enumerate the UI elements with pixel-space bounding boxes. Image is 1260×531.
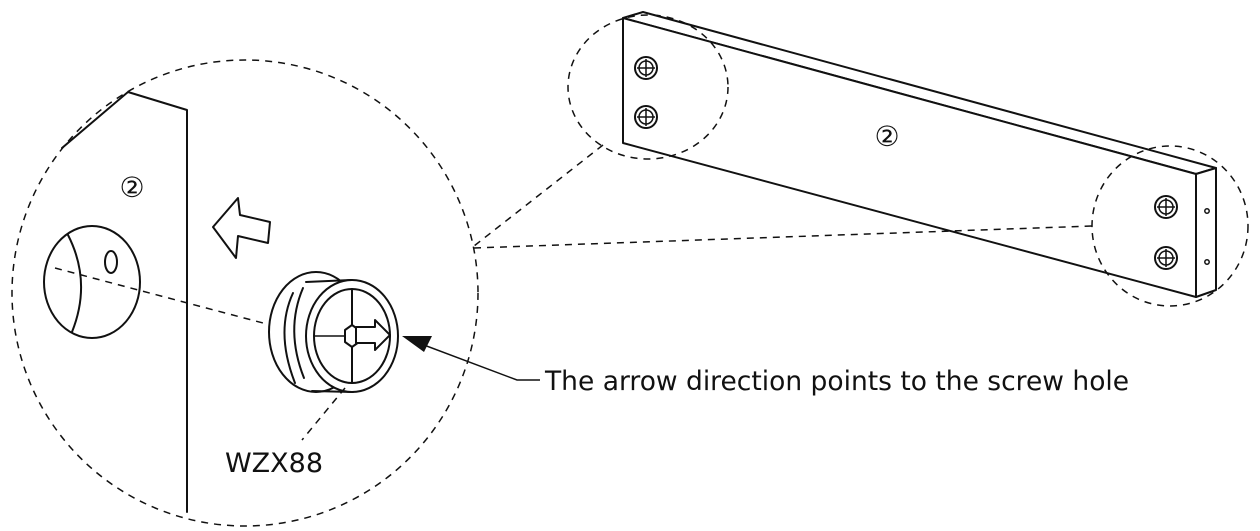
zoom-line-upper: [473, 144, 604, 247]
instruction-leader: [402, 336, 540, 381]
cam-lock-fitting-top-left: [634, 56, 658, 80]
detail-view-circle: [11, 59, 479, 527]
fitting-code-label: WZX88: [225, 448, 323, 479]
panel-2-board: [622, 11, 1217, 298]
detail-panel-2: [43, 91, 188, 513]
cam-lock-fitting-bottom-right: [1154, 246, 1178, 270]
panel-number-label-detail: ②: [119, 171, 144, 204]
insert-direction-arrow: [212, 197, 271, 259]
detail-circle-left-end: [567, 14, 729, 160]
detail-circle-right-end: [1091, 145, 1249, 307]
cam-lock-wzx88: [268, 271, 399, 393]
cam-lock-fitting-top-right: [1154, 195, 1178, 219]
fitting-code-leader: [301, 387, 346, 441]
cam-lock-fitting-bottom-left: [634, 105, 658, 129]
panel-number-label-board: ②: [874, 120, 899, 153]
instruction-text: The arrow direction points to the screw …: [544, 366, 1129, 397]
